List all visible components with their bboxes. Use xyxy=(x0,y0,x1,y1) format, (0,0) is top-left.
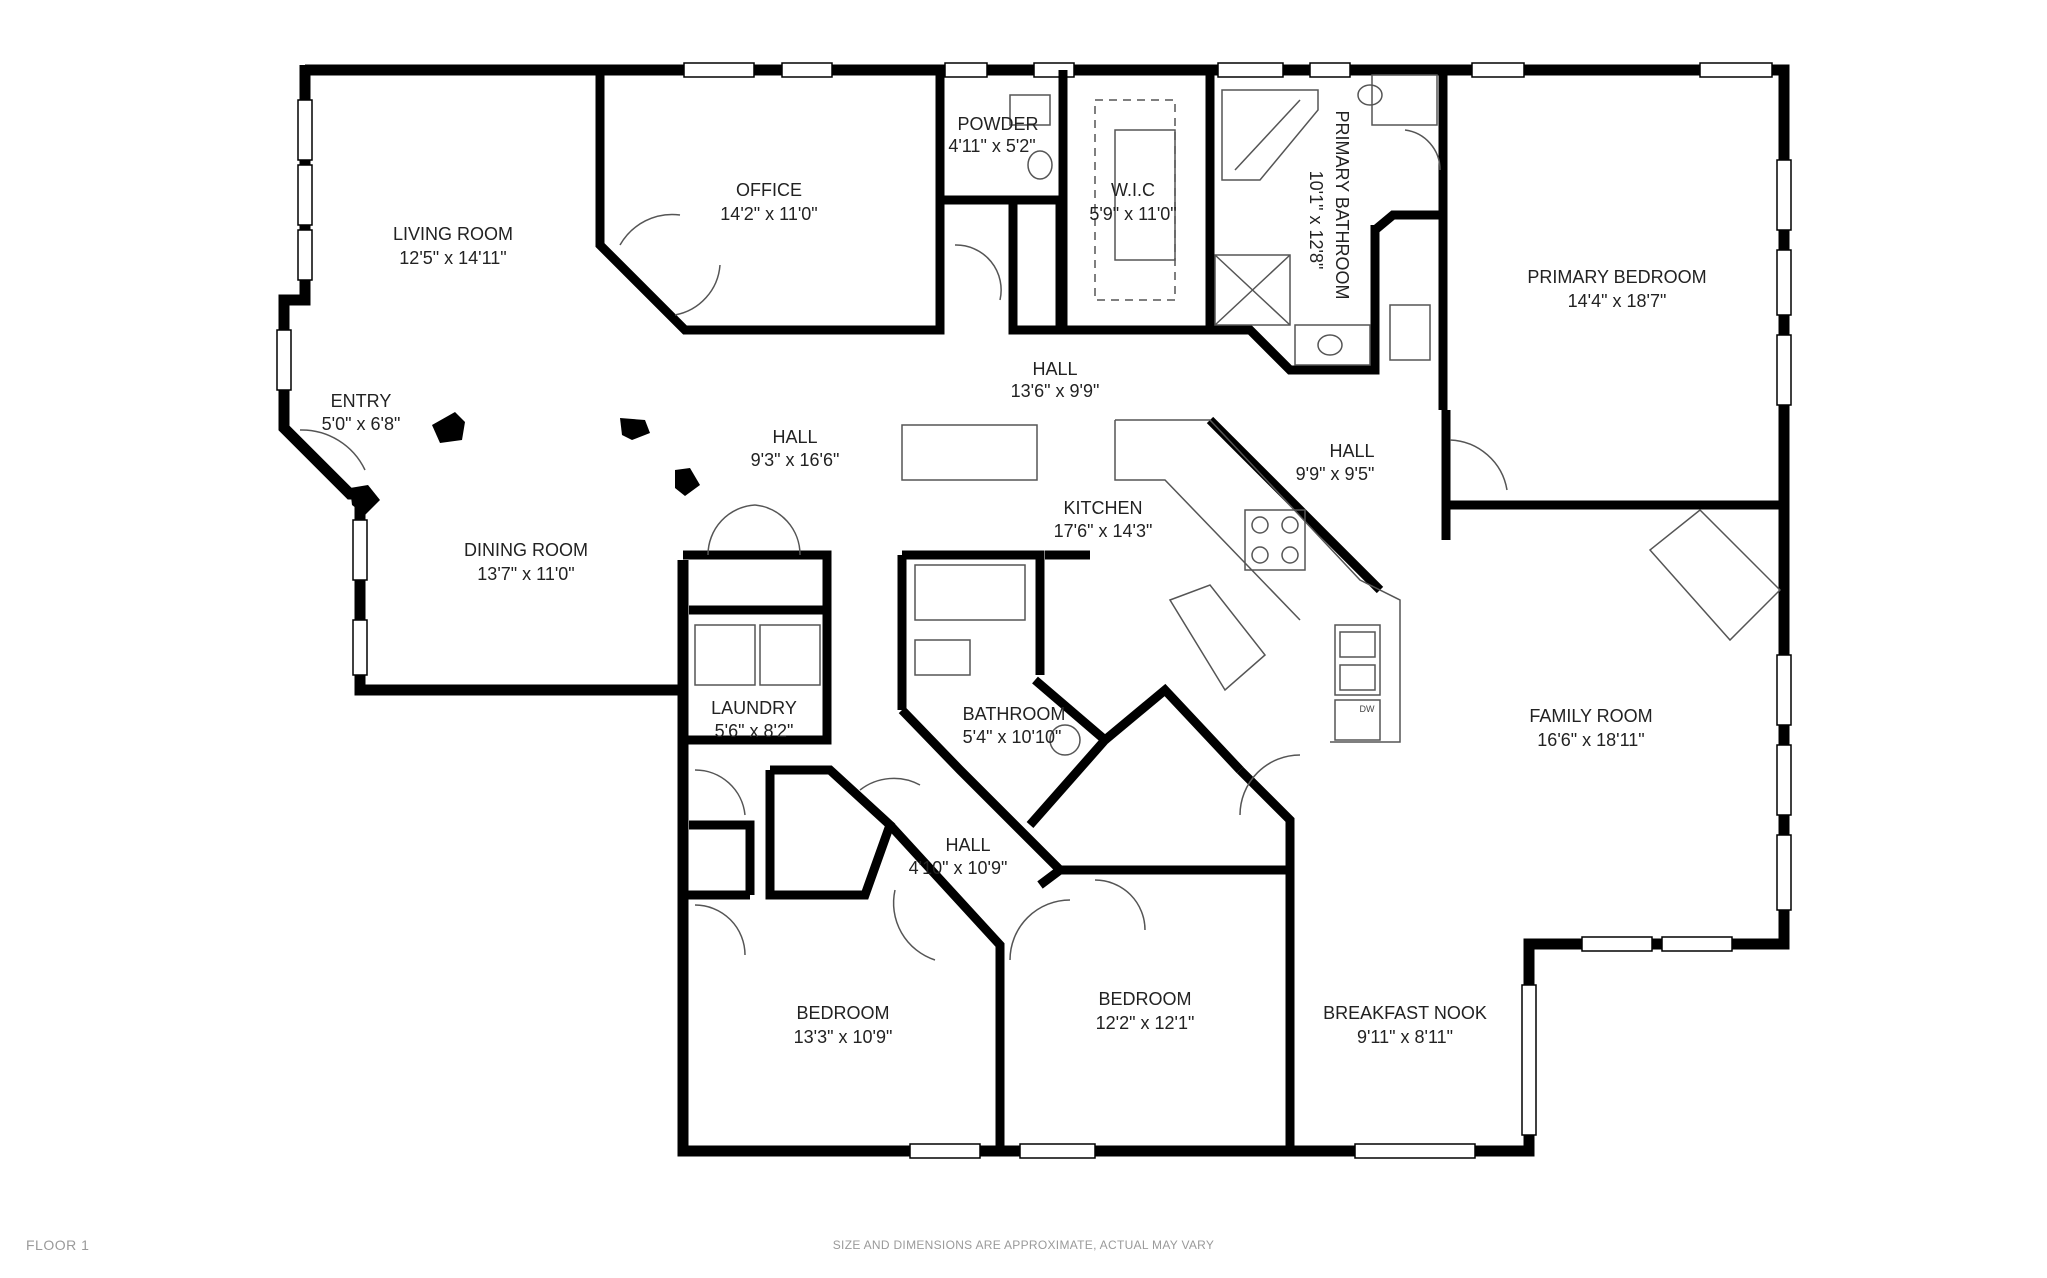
room-name-kitchen: KITCHEN xyxy=(1063,498,1142,518)
door-swing-icon xyxy=(674,264,721,316)
room-dims-bathroom: 5'4" x 10'10" xyxy=(963,727,1062,747)
kitchen-sink-icon xyxy=(1334,624,1381,696)
room-name-bedroom-middle: BEDROOM xyxy=(1098,989,1191,1009)
room-dims-family-room: 16'6" x 18'11" xyxy=(1537,730,1644,750)
room-name-primary-bathroom: PRIMARY BATHROOM xyxy=(1332,110,1352,299)
room-dims-bedroom-middle: 12'2" x 12'1" xyxy=(1096,1013,1195,1033)
fixtures xyxy=(299,74,1782,961)
corner-tub-icon xyxy=(1221,89,1319,181)
door-swing-icon xyxy=(892,889,936,961)
room-name-entry: ENTRY xyxy=(331,391,392,411)
door-swing-icon xyxy=(1094,879,1146,931)
room-dims-entry: 5'0" x 6'8" xyxy=(322,414,401,434)
room-name-hall-west: HALL xyxy=(772,427,817,447)
room-dims-hall-east: 9'9" x 9'5" xyxy=(1296,464,1375,484)
bathtub-icon xyxy=(914,564,1026,621)
room-name-laundry: LAUNDRY xyxy=(711,698,797,718)
room-dims-living-room: 12'5" x 14'11" xyxy=(399,248,506,268)
disclaimer-text: SIZE AND DIMENSIONS ARE APPROXIMATE, ACT… xyxy=(832,1238,1215,1252)
room-name-hall-main: HALL xyxy=(1032,359,1077,379)
door-swing-icon xyxy=(694,904,746,956)
washer-icon xyxy=(694,624,756,686)
room-name-hall-south: HALL xyxy=(945,835,990,855)
floor-label: FLOOR 1 xyxy=(26,1237,90,1253)
door-swing-icon xyxy=(694,769,746,816)
room-dims-breakfast-nook: 9'11" x 8'11" xyxy=(1357,1027,1453,1047)
vanity-icon xyxy=(1294,324,1371,366)
room-name-bathroom: BATHROOM xyxy=(963,704,1066,724)
room-dims-hall-west: 9'3" x 16'6" xyxy=(751,450,840,470)
toilet-icon xyxy=(914,639,971,676)
room-name-office: OFFICE xyxy=(736,180,802,200)
dryer-icon xyxy=(759,624,821,686)
door-swing-icon xyxy=(1449,439,1508,491)
toilet-icon xyxy=(1009,94,1051,126)
room-name-hall-east: HALL xyxy=(1329,441,1374,461)
bench-icon xyxy=(901,424,1038,481)
shower-icon xyxy=(1214,254,1291,326)
room-name-dining-room: DINING ROOM xyxy=(464,540,588,560)
room-dims-hall-south: 4'10" x 10'9" xyxy=(909,858,1008,878)
room-name-powder: POWDER xyxy=(958,114,1039,134)
room-name-family-room: FAMILY ROOM xyxy=(1529,706,1652,726)
door-swing-icon xyxy=(619,213,681,246)
sink-icon xyxy=(1027,150,1053,180)
door-swing-icon xyxy=(1239,754,1301,816)
room-name-bedroom-west: BEDROOM xyxy=(796,1003,889,1023)
door-swing-icon xyxy=(859,777,921,791)
room-name-living-room: LIVING ROOM xyxy=(393,224,513,244)
cooktop-icon xyxy=(1244,509,1306,571)
room-dims-powder: 4'11" x 5'2" xyxy=(948,136,1035,156)
toilet-icon xyxy=(1389,304,1431,361)
island-icon xyxy=(1168,584,1267,692)
room-dims-laundry: 5'6" x 8'2" xyxy=(715,721,794,741)
room-dims-dining-room: 13'7" x 11'0" xyxy=(477,564,574,584)
room-name-primary-bedroom: PRIMARY BEDROOM xyxy=(1527,267,1706,287)
sink-icon xyxy=(1049,724,1081,756)
room-dims-wic: 5'9" x 11'0" xyxy=(1089,204,1176,224)
room-name-wic: W.I.C xyxy=(1111,180,1155,200)
room-name-breakfast-nook: BREAKFAST NOOK xyxy=(1323,1003,1487,1023)
closet-rod-icon xyxy=(1114,129,1176,261)
room-dims-office: 14'2" x 11'0" xyxy=(720,204,817,224)
interior-walls xyxy=(595,70,1784,1151)
door-swing-icon xyxy=(299,429,366,471)
columns xyxy=(350,412,700,515)
room-dims-primary-bathroom: 10'1" x 12'8" xyxy=(1306,171,1326,270)
dishwasher-label: DW xyxy=(1360,704,1375,714)
door-swing-icon xyxy=(1009,899,1071,961)
fireplace-icon xyxy=(1648,508,1782,642)
sink-icon xyxy=(1371,74,1438,126)
room-dims-bedroom-west: 13'3" x 10'9" xyxy=(794,1027,893,1047)
room-dims-kitchen: 17'6" x 14'3" xyxy=(1054,521,1153,541)
dishwasher-icon xyxy=(1334,699,1381,741)
room-labels: LIVING ROOM 12'5" x 14'11" OFFICE 14'2" … xyxy=(322,110,1707,1047)
room-dims-primary-bedroom: 14'4" x 18'7" xyxy=(1568,291,1667,311)
room-dims-hall-main: 13'6" x 9'9" xyxy=(1011,381,1100,401)
